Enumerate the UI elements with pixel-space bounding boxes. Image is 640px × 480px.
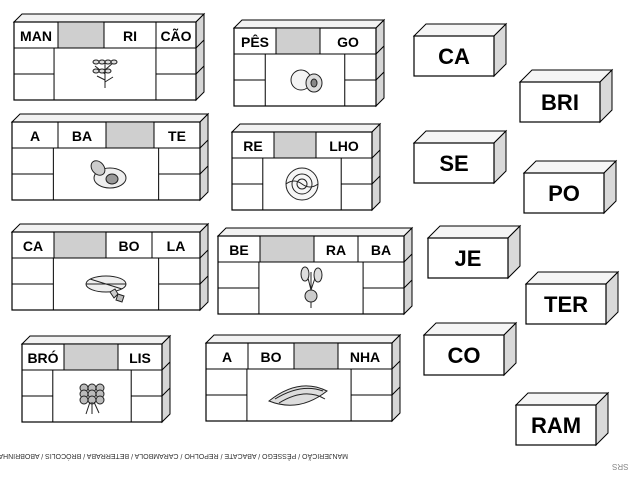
syllable-block[interactable]: CA [412, 22, 508, 78]
brick-top-face [232, 19, 386, 29]
avocado-icon [90, 160, 127, 189]
syllable-block[interactable]: JE [426, 224, 522, 280]
brick-side-face [199, 112, 209, 202]
syllable-label: RE [243, 138, 262, 154]
brick-brocolis: BRÓ LIS [20, 334, 172, 424]
missing-syllable-slot[interactable] [275, 27, 321, 55]
syllable-label: NHA [350, 349, 380, 365]
syllable-block-label: BRI [541, 90, 579, 115]
brick-side-face [371, 122, 381, 212]
brick-repolho: RE LHO [230, 122, 382, 212]
syllable-label: BRÓ [27, 349, 58, 366]
syllable-block-label: CA [438, 44, 470, 69]
syllable-label: PÊS [241, 33, 269, 50]
syllable-block[interactable]: CO [422, 321, 518, 377]
footer-word-list: MANJERICÃO / PÊSSEGO / ABACATE / REPOLHO… [0, 452, 348, 462]
syllable-block[interactable]: SE [412, 129, 508, 185]
missing-syllable-slot[interactable] [273, 131, 317, 159]
brick-abobrinha: A BO NHA [204, 333, 402, 423]
brick-top-face [10, 113, 210, 123]
syllable-block-label: CO [448, 343, 481, 368]
brick-top-face [204, 334, 402, 344]
brick-pessego: PÊS GO [232, 18, 386, 108]
star-fruit-icon [85, 275, 127, 303]
brick-side-face [375, 18, 385, 108]
brick-top-face [10, 223, 210, 233]
syllable-block-label: JE [455, 246, 482, 271]
brick-abacate: A BA TE [10, 112, 210, 202]
syllable-label: BA [72, 128, 92, 144]
brick-top-face [12, 13, 206, 23]
brick-top-face [20, 335, 172, 345]
syllable-block[interactable]: PO [522, 159, 618, 215]
beet-icon [300, 266, 323, 308]
syllable-label: RI [123, 28, 137, 44]
syllable-label: LA [167, 238, 186, 254]
syllable-label: BO [261, 349, 282, 365]
syllable-block-label: PO [548, 181, 580, 206]
syllable-block-label: RAM [531, 413, 581, 438]
cabbage-icon [285, 167, 319, 201]
syllable-label: A [30, 128, 40, 144]
syllable-label: BE [229, 242, 248, 258]
brick-side-face [199, 222, 209, 312]
brick-beterraba: BE RA BA [216, 226, 414, 316]
brick-side-face [195, 12, 205, 102]
brick-side-face [161, 334, 171, 424]
syllable-label: BA [371, 242, 391, 258]
syllable-block[interactable]: BRI [518, 68, 614, 124]
syllable-label: A [222, 349, 232, 365]
broccoli-icon [79, 383, 105, 415]
syllable-label: RA [326, 242, 346, 258]
brick-side-face [391, 333, 401, 423]
missing-syllable-slot[interactable] [57, 21, 105, 49]
syllable-label: GO [337, 34, 359, 50]
syllable-label: LHO [329, 138, 359, 154]
peach-icon [290, 69, 323, 93]
syllable-block-label: SE [439, 151, 468, 176]
syllable-label: LIS [129, 350, 151, 366]
syllable-label: CÃO [160, 27, 191, 44]
syllable-blocks: CA BRI SE PO JE TER CO RAM [412, 22, 620, 447]
zucchini-icon [268, 385, 328, 406]
syllable-block[interactable]: RAM [514, 391, 610, 447]
brick-mangerica: MAN RI CÃO [12, 12, 206, 102]
missing-syllable-slot[interactable] [293, 342, 339, 370]
syllable-label: BO [119, 238, 140, 254]
syllable-bricks: MAN RI CÃO PÊS GO A BA TE RE LHO CA BO LA BE RA BA BRÓ LI… [10, 12, 414, 424]
brick-side-face [403, 226, 413, 316]
brick-top-face [216, 227, 414, 237]
missing-syllable-slot[interactable] [53, 231, 107, 259]
brick-top-face [230, 123, 382, 133]
footer-text: MANJERICÃO / PÊSSEGO / ABACATE / REPOLHO… [0, 452, 348, 459]
missing-syllable-slot[interactable] [105, 121, 155, 149]
syllable-block-label: TER [544, 292, 588, 317]
syllable-label: CA [23, 238, 43, 254]
syllable-block[interactable]: TER [524, 270, 620, 326]
syllable-label: MAN [20, 28, 52, 44]
brick-carambola: CA BO LA [10, 222, 210, 312]
missing-syllable-slot[interactable] [63, 343, 119, 371]
herb-sprig-icon [92, 59, 118, 88]
syllable-label: TE [168, 128, 186, 144]
missing-syllable-slot[interactable] [259, 235, 315, 263]
author-mark: SRS [612, 462, 629, 471]
